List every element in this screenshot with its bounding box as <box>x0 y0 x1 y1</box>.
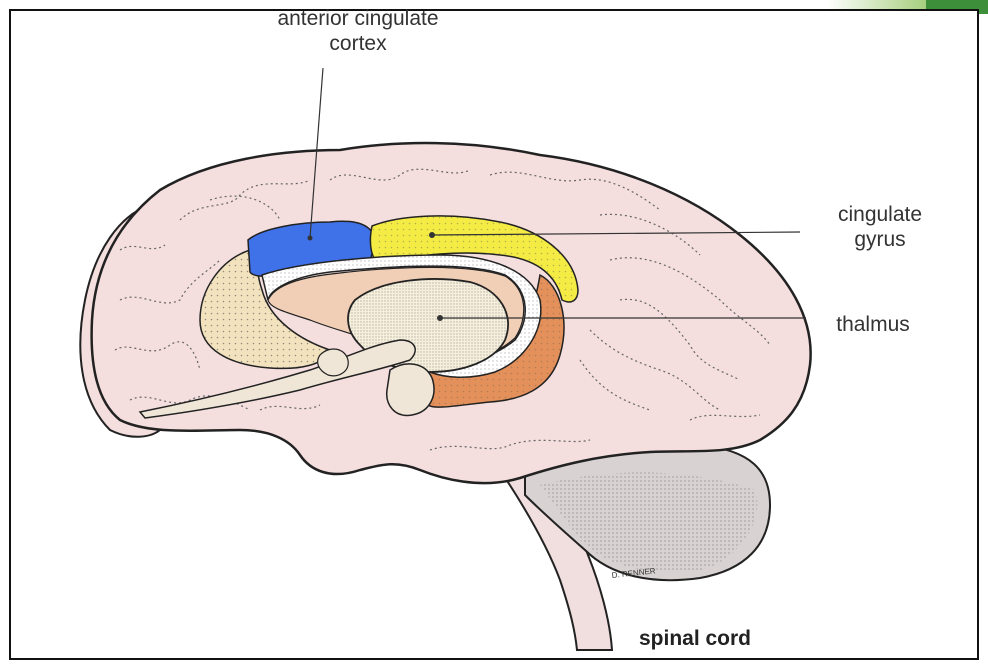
label-anterior-cingulate-line2: cortex <box>238 31 478 56</box>
label-cingulate-gyrus-line2: gyrus <box>800 227 960 252</box>
label-anterior-cingulate: anterior cingulate cortex <box>238 6 478 56</box>
label-cingulate-gyrus: cingulate gyrus <box>800 202 960 252</box>
label-cingulate-gyrus-line1: cingulate <box>800 202 960 227</box>
label-thalmus: thalmus <box>808 312 938 337</box>
label-anterior-cingulate-line1: anterior cingulate <box>238 6 478 31</box>
label-spinal-cord: spinal cord <box>600 626 790 651</box>
mammillary-body <box>387 364 434 416</box>
